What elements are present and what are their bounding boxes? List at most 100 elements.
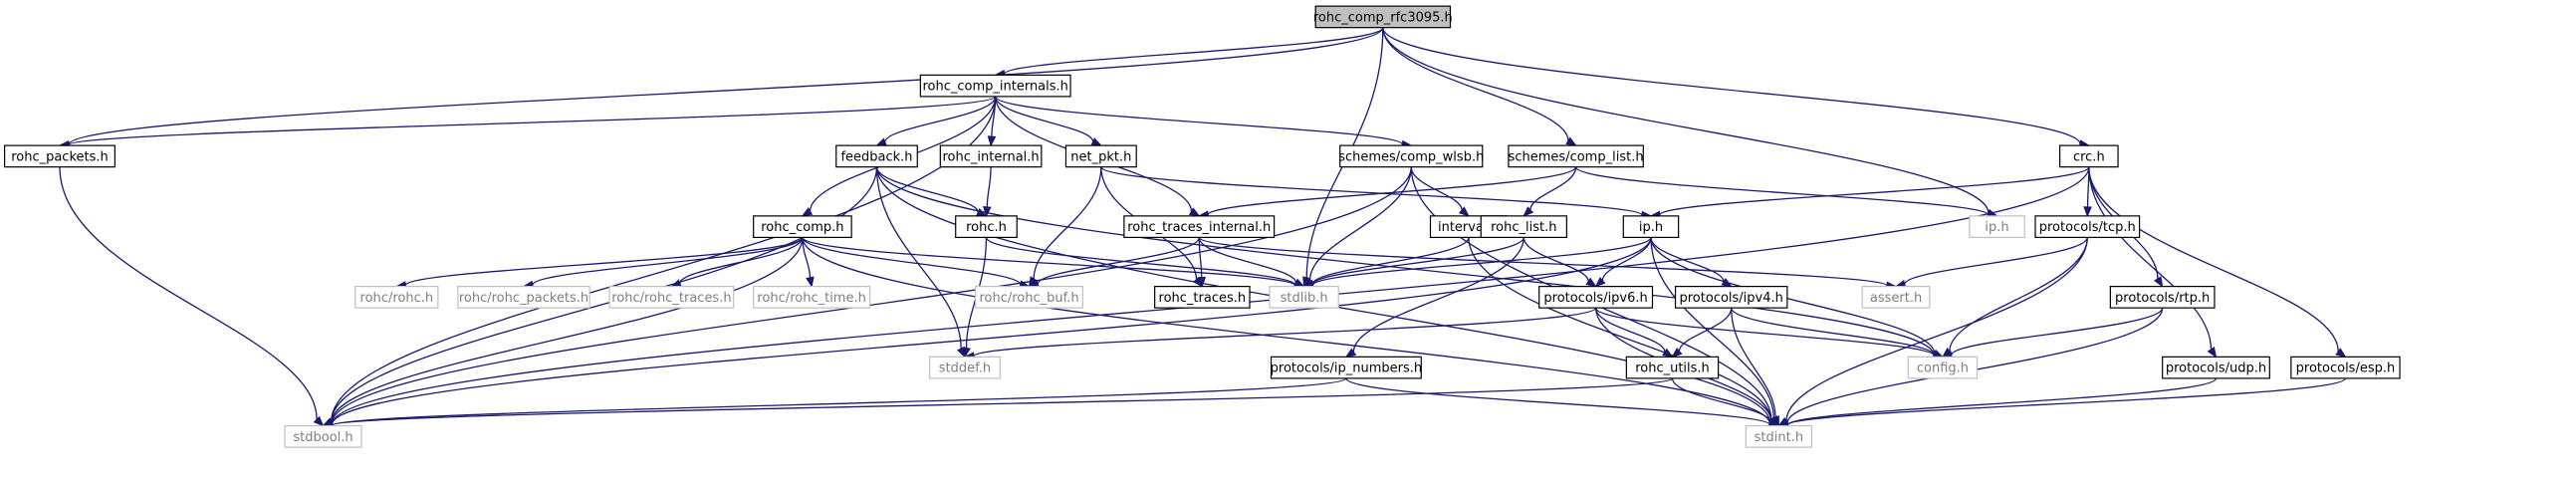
node-box: [1064, 144, 1137, 168]
node-label: stdint.h: [1755, 430, 1803, 445]
node-label: rohc/rohc_traces.h: [611, 291, 731, 306]
header-node-net-pkt-h[interactable]: net_pkt.h: [1064, 144, 1137, 168]
include-edge: [1345, 377, 1780, 429]
header-node-protocols-rtp-h[interactable]: protocols/rtp.h: [2109, 286, 2216, 309]
header-node-schemes-comp-wlsb-h[interactable]: schemes/comp_wlsb.h: [1338, 144, 1484, 168]
header-node-rohc-packets-h[interactable]: rohc_packets.h: [4, 144, 116, 168]
header-node-rohc-list-h[interactable]: rohc_list.h: [1480, 215, 1567, 238]
include-edge: [58, 27, 1384, 149]
include-edge: [522, 237, 804, 290]
node-label: crc.h: [2073, 149, 2105, 164]
include-edge: [1382, 27, 2091, 148]
include-edge: [1344, 237, 1524, 359]
header-node-protocols-esp-h[interactable]: protocols/esp.h: [2290, 356, 2401, 379]
node-label: ip.h: [1639, 220, 1663, 235]
node-box: [457, 286, 590, 309]
node-label: protocols/esp.h: [2296, 362, 2396, 376]
header-node-stdbool-h: stdbool.h: [284, 424, 362, 448]
header-node-protocols-ip-numbers-h[interactable]: protocols/ip_numbers.h: [1270, 356, 1422, 379]
include-edge: [670, 237, 804, 288]
node-label: rohc_comp_rfc3095.h: [1313, 10, 1453, 25]
include-edge: [1302, 237, 1470, 289]
node-box: [919, 74, 1071, 98]
node-box: [1625, 356, 1720, 379]
node-label: protocols/rtp.h: [2115, 291, 2210, 306]
header-node-rohc-rohc-time-h: rohc/rohc_time.h: [753, 286, 871, 309]
header-node-protocols-tcp-h[interactable]: protocols/tcp.h: [2034, 215, 2141, 238]
include-edge: [1197, 237, 1207, 288]
header-node-protocols-ipv6-h[interactable]: protocols/ipv6.h: [1538, 286, 1654, 309]
include-edge: [1028, 237, 1200, 289]
include-edge: [1197, 166, 1577, 219]
header-node-ip-h-sys: ip.h: [1969, 215, 2025, 238]
header-node-rohc-traces-internal-h[interactable]: rohc_traces_internal.h: [1123, 215, 1276, 238]
node-box: [2034, 215, 2141, 238]
node-label: rohc_utils.h: [1635, 362, 1710, 376]
include-edge: [1594, 308, 1674, 359]
include-edge: [1777, 377, 2347, 430]
header-node-protocols-ipv4-h[interactable]: protocols/ipv4.h: [1674, 286, 1788, 309]
node-label: protocols/tcp.h: [2039, 220, 2136, 235]
node-label: rohc/rohc_packets.h: [459, 291, 588, 306]
header-node-rohc-comp-internals-h[interactable]: rohc_comp_internals.h: [919, 74, 1071, 98]
include-edge: [2088, 166, 2218, 359]
node-label: stddef.h: [939, 362, 991, 376]
node-box: [835, 144, 918, 168]
include-edge: [322, 377, 1347, 430]
header-node-rohc-comp-h[interactable]: rohc_comp.h: [753, 215, 852, 238]
node-label: assert.h: [1870, 291, 1922, 306]
include-edge: [2088, 166, 2347, 359]
node-label: rohc_comp_internals.h: [922, 80, 1067, 95]
node-box: [939, 144, 1043, 168]
header-node-rohc-rohc-h: rohc/rohc.h: [354, 286, 439, 309]
node-label: protocols/udp.h: [2166, 362, 2266, 376]
node-label: schemes/comp_wlsb.h: [1338, 149, 1484, 164]
include-edge: [875, 96, 997, 146]
header-nodes: rohc_comp_rfc3095.h rohc_comp_internals.h…: [4, 5, 2401, 448]
header-node-schemes-comp-list-h[interactable]: schemes/comp_list.h: [1508, 144, 1644, 168]
include-edge: [1100, 166, 1653, 220]
header-node-rohc-internal-h[interactable]: rohc_internal.h: [939, 144, 1043, 168]
node-box: [753, 286, 871, 309]
header-node-stdint-h: stdint.h: [1745, 424, 1813, 448]
include-edge: [1382, 27, 1577, 146]
header-node-feedback-h[interactable]: feedback.h: [835, 144, 918, 168]
header-node-assert-h: assert.h: [1861, 286, 1931, 309]
header-node-config-h: config.h: [1907, 356, 1979, 379]
node-label: rohc/rohc_buf.h: [979, 291, 1078, 306]
node-label: rohc_traces_internal.h: [1127, 220, 1271, 235]
node-label: protocols/ipv4.h: [1680, 291, 1783, 306]
header-node-stdlib-h: stdlib.h: [1269, 286, 1339, 309]
include-edge: [963, 307, 1597, 361]
node-box: [1538, 286, 1654, 309]
node-box: [2290, 356, 2401, 379]
header-node-protocols-udp-h[interactable]: protocols/udp.h: [2162, 356, 2270, 379]
node-box: [1907, 356, 1979, 379]
node-label: rohc_traces.h: [1159, 291, 1247, 306]
node-box: [2109, 286, 2216, 309]
include-edge: [1671, 308, 1733, 359]
header-node-rohc-h[interactable]: rohc.h: [955, 215, 1018, 238]
node-label: protocols/ipv6.h: [1543, 291, 1647, 306]
node-box: [1270, 356, 1422, 379]
node-box: [2059, 144, 2119, 168]
header-node-rohc-comp-rfc3095-h[interactable]: rohc_comp_rfc3095.h: [1313, 5, 1453, 29]
node-label: rohc_packets.h: [11, 149, 109, 164]
header-node-rohc-utils-h[interactable]: rohc_utils.h: [1625, 356, 1720, 379]
node-box: [608, 286, 735, 309]
include-edge: [1522, 237, 1597, 288]
include-edge: [802, 237, 1031, 289]
node-box: [1969, 215, 2025, 238]
header-node-ip-h[interactable]: ip.h: [1622, 215, 1680, 238]
node-label: protocols/ip_numbers.h: [1271, 362, 1422, 376]
node-label: rohc_internal.h: [943, 149, 1040, 164]
node-box: [1339, 144, 1484, 168]
node-box: [2162, 356, 2270, 379]
node-box: [1154, 286, 1251, 309]
header-node-crc-h[interactable]: crc.h: [2059, 144, 2119, 168]
node-box: [4, 144, 116, 168]
include-edge: [322, 377, 1674, 430]
node-box: [1123, 215, 1276, 238]
header-node-rohc-traces-h[interactable]: rohc_traces.h: [1154, 286, 1251, 309]
